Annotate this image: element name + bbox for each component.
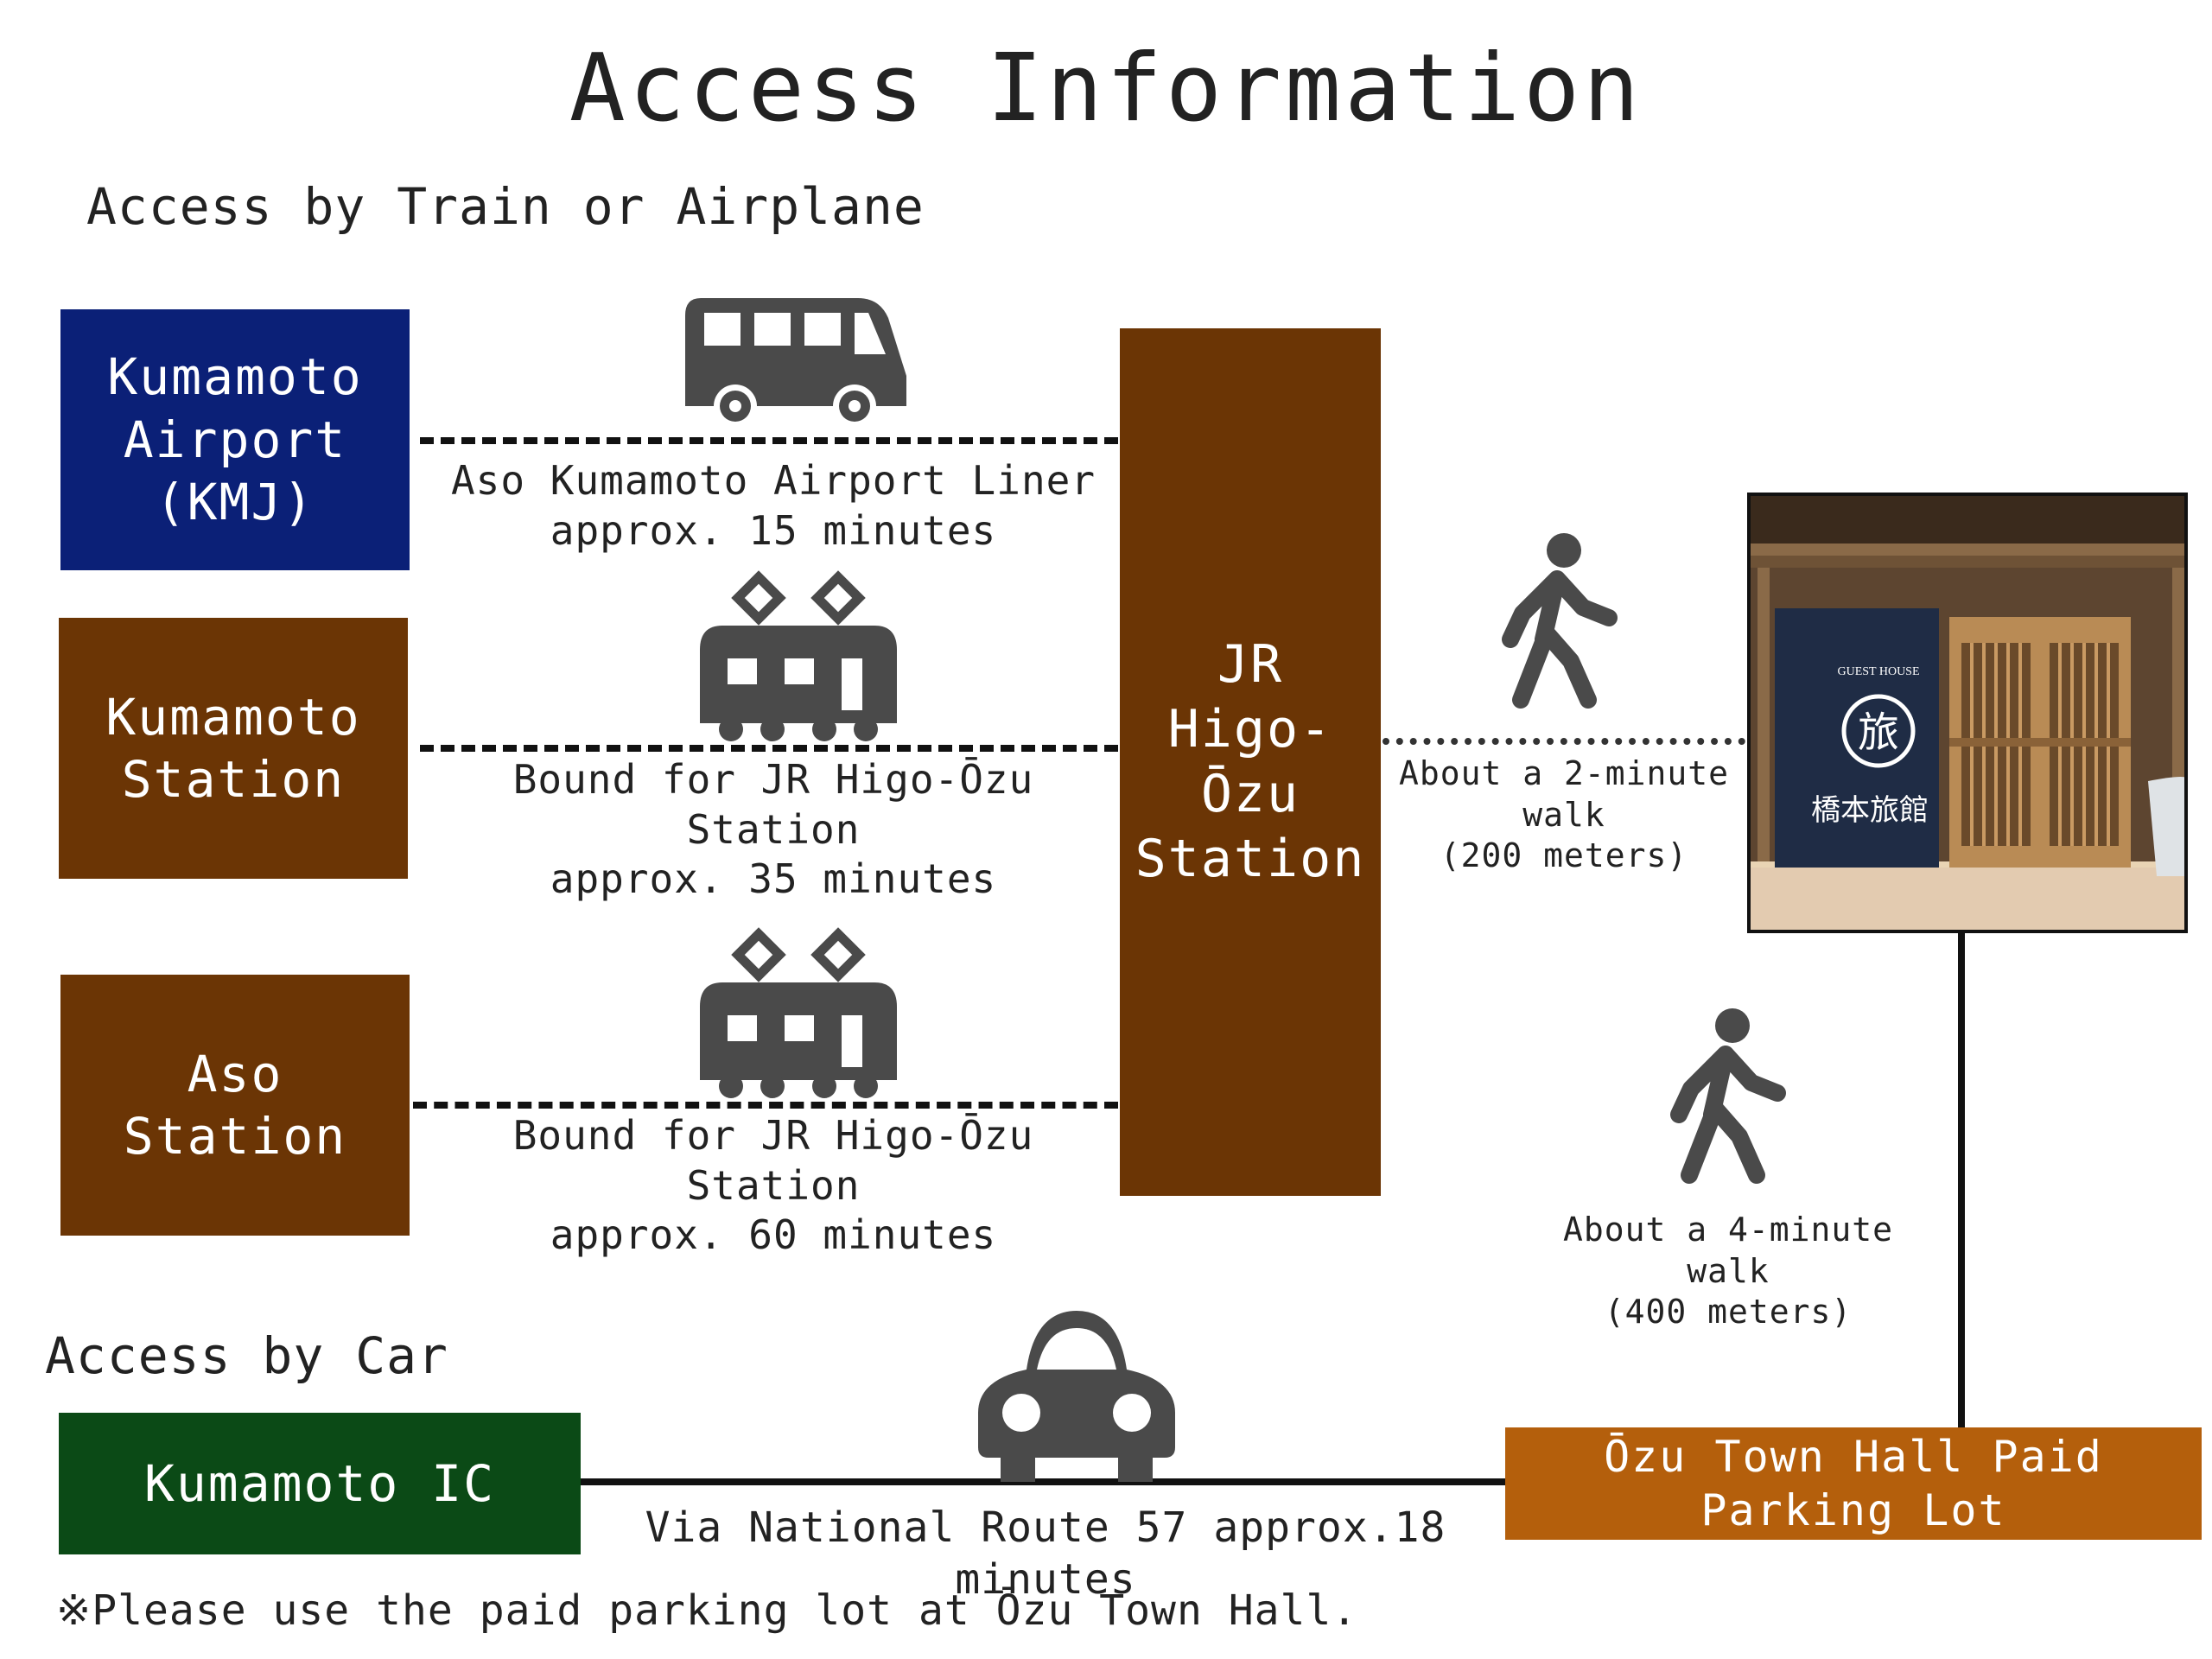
walking-person-icon	[1670, 1008, 1786, 1184]
car-route-line	[581, 1478, 1505, 1485]
kumamoto-route-caption: Bound for JR Higo-Ōzu Station approx. 35…	[512, 756, 1034, 902]
train-icon	[700, 927, 897, 1098]
kumamoto-route-line	[420, 745, 1118, 752]
guesthouse-sign-symbol: 旅	[1858, 709, 1899, 757]
station-walk-caption: About a 2-minute walk (200 meters)	[1398, 754, 1730, 874]
airport-route-caption: Aso Kumamoto Airport Liner approx. 15 mi…	[450, 457, 1096, 554]
station-walk-line	[1382, 738, 1745, 745]
aso-route-caption: Bound for JR Higo-Ōzu Station approx. 60…	[512, 1112, 1034, 1258]
parking-lot-box: Ōzu Town Hall Paid Parking Lot	[1505, 1427, 2202, 1540]
parking-walk-line	[1958, 933, 1965, 1427]
car-icon	[978, 1311, 1175, 1482]
kumamoto-station-box: Kumamoto Station	[59, 618, 408, 879]
kumamoto-ic-box: Kumamoto IC	[59, 1413, 581, 1554]
car-route-caption: Via National Route 57 approx.18 minutes	[645, 1503, 1446, 1604]
aso-route-line	[413, 1102, 1118, 1109]
kumamoto-airport-box: Kumamoto Airport (KMJ)	[60, 309, 410, 570]
guesthouse-sign-name: 橋本旅館	[1811, 793, 1929, 828]
train-section-heading: Access by Train or Airplane	[86, 177, 925, 236]
car-section-heading: Access by Car	[45, 1326, 448, 1385]
aso-station-box: Aso Station	[60, 975, 410, 1236]
walking-person-icon	[1502, 533, 1618, 709]
train-icon	[700, 570, 897, 741]
guesthouse-sign-top: GUEST HOUSE	[1837, 665, 1919, 678]
page-title: Access Information	[569, 35, 1643, 143]
airport-route-line	[420, 437, 1118, 444]
parking-walk-caption: About a 4-minute walk (400 meters)	[1562, 1211, 1894, 1331]
bus-icon	[685, 298, 906, 428]
higo-ozu-station-box: JR Higo-Ōzu Station	[1120, 328, 1381, 1196]
guesthouse-photo: 旅 GUEST HOUSE 橋本旅館	[1747, 493, 2188, 933]
parking-note: ※Please use the paid parking lot at Ōzu …	[56, 1586, 1358, 1635]
